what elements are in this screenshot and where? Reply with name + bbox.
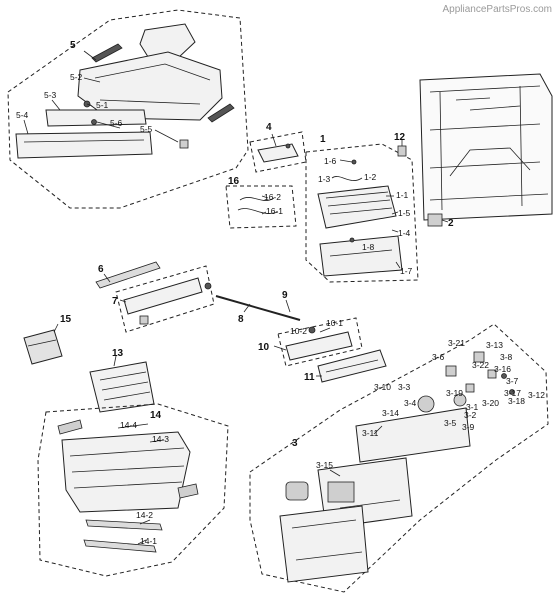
label-1-7: 1-7: [400, 266, 413, 276]
label-16-2: 16-2: [264, 192, 281, 202]
label-4: 4: [266, 122, 272, 133]
label-3-14: 3-14: [382, 408, 399, 418]
label-5-1: 5-1: [96, 100, 109, 110]
label-16: 16: [228, 176, 240, 187]
label-1-2: 1-2: [364, 172, 377, 182]
group-16-wire-harness: 16 16-2 16-1: [225, 176, 297, 229]
group-5-drawer-assembly: 5 5-2 5-1 5-3 5-6 5-5 5-4: [7, 9, 249, 209]
group-6-7-rails: 6 7: [95, 261, 215, 333]
label-3-3: 3-3: [398, 382, 411, 392]
label-14: 14: [150, 410, 162, 421]
label-10-2: 10-2: [290, 326, 307, 336]
part-15-module: 15: [23, 314, 72, 365]
label-3-8: 3-8: [500, 352, 513, 362]
group-4-tray: 4: [249, 122, 307, 173]
label-9: 9: [282, 290, 288, 301]
label-1-6: 1-6: [324, 156, 337, 166]
label-3-15: 3-15: [316, 460, 333, 470]
label-7: 7: [112, 296, 118, 307]
label-3-12: 3-12: [528, 390, 545, 400]
label-5-4: 5-4: [16, 110, 29, 120]
label-14-4: 14-4: [120, 420, 137, 430]
label-5: 5: [70, 40, 76, 51]
label-3-5: 3-5: [444, 418, 457, 428]
label-8: 8: [238, 314, 244, 325]
group-3-control-assembly: 3 3-11 3-15 3-10 3-3 3-14 3-4 3-5 3-9 3-…: [249, 323, 549, 593]
part-13-cover: 13: [89, 348, 155, 413]
label-5-6: 5-6: [110, 118, 123, 128]
group-8-9-rod: 8 9: [215, 290, 301, 325]
label-3-2: 3-2: [464, 410, 477, 420]
group-1-evaporator-assembly: 1 1-6 1-3 1-2 1-1 1-5 1-4 1-8 1-7: [305, 134, 419, 283]
label-3-10: 3-10: [374, 382, 391, 392]
label-3-19: 3-19: [446, 388, 463, 398]
label-3-13: 3-13: [486, 340, 503, 350]
label-13: 13: [112, 348, 124, 359]
label-1-3: 1-3: [318, 174, 331, 184]
watermark: AppliancePartsPros.com: [442, 4, 553, 15]
label-16-1: 16-1: [266, 206, 283, 216]
label-11: 11: [304, 372, 315, 383]
label-1-5: 1-5: [398, 208, 411, 218]
label-3-7: 3-7: [506, 376, 519, 386]
label-3-18: 3-18: [508, 396, 525, 406]
label-3-21: 3-21: [448, 338, 465, 348]
label-10: 10: [258, 342, 270, 353]
label-3: 3: [292, 438, 298, 449]
label-3-16: 3-16: [494, 364, 511, 374]
label-1-1: 1-1: [396, 190, 409, 200]
refrigerator-cabinet: 12 2: [394, 73, 553, 229]
label-14-1: 14-1: [140, 536, 157, 546]
label-14-2: 14-2: [136, 510, 153, 520]
group-14-basket-assembly: 14 14-4 14-3 14-2 14-1: [37, 403, 229, 577]
label-1-8: 1-8: [362, 242, 375, 252]
label-5-2: 5-2: [70, 72, 83, 82]
part-11-cover: 11: [304, 349, 387, 383]
group-10-control-housing: 10 10-1 10-2: [258, 317, 363, 367]
label-15: 15: [60, 314, 72, 325]
label-14-3: 14-3: [152, 434, 169, 444]
label-1-4: 1-4: [398, 228, 411, 238]
label-3-6: 3-6: [432, 352, 445, 362]
label-3-4: 3-4: [404, 398, 417, 408]
label-5-3: 5-3: [44, 90, 57, 100]
label-10-1: 10-1: [326, 318, 343, 328]
label-3-17: 3-17: [504, 388, 521, 398]
label-3-11: 3-11: [362, 428, 379, 438]
label-3-20: 3-20: [482, 398, 499, 408]
label-2: 2: [448, 218, 454, 229]
label-3-22: 3-22: [472, 360, 489, 370]
label-1: 1: [320, 134, 326, 145]
label-3-9: 3-9: [462, 422, 475, 432]
label-12: 12: [394, 132, 406, 143]
label-3-1: 3-1: [466, 402, 479, 412]
label-5-5: 5-5: [140, 124, 153, 134]
label-6: 6: [98, 264, 104, 275]
